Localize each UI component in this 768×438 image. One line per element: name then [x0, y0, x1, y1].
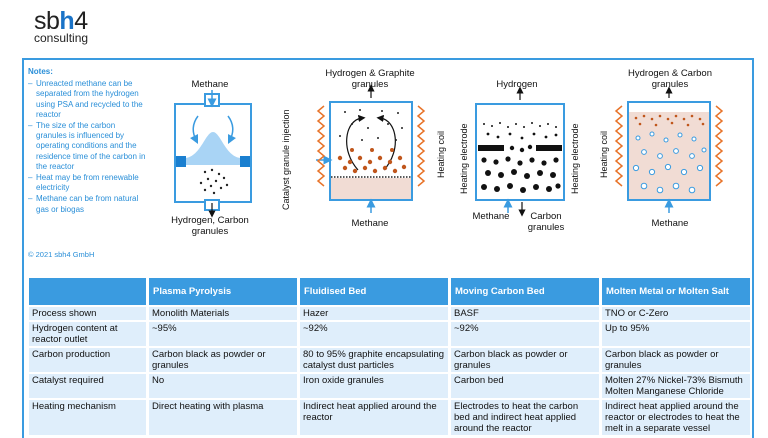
row-header: Process shown — [29, 307, 146, 320]
table-row: Heating mechanism Direct heating with pl… — [29, 400, 750, 435]
table-cell: ~92% — [451, 322, 599, 346]
table-cell: Indirect heat applied around the reactor… — [602, 400, 750, 435]
table-row: Catalyst required No Iron oxide granules… — [29, 374, 750, 398]
note-item: The size of the carbon granules is influ… — [28, 121, 146, 172]
note-item: Heat may be from renewable electricity — [28, 173, 146, 193]
fluidised-plenum — [331, 178, 411, 199]
table-cell: Electrodes to heat the carbon bed and in… — [451, 400, 599, 435]
plasma-reactor — [174, 90, 252, 218]
table-header-fluidised: Fluidised Bed — [300, 278, 448, 305]
carbon-particles — [199, 168, 229, 195]
logo-wordmark: sbh4 — [34, 7, 88, 35]
table-header-moving: Moving Carbon Bed — [451, 278, 599, 305]
table-cell: Carbon black as powder or granules — [602, 348, 750, 372]
note-item: Unreacted methane can be separated from … — [28, 79, 146, 120]
logo-tagline: consulting — [34, 31, 89, 45]
notes-panel: Notes: Unreacted methane can be separate… — [28, 67, 146, 216]
table-row: Carbon production Carbon black as powder… — [29, 348, 750, 372]
fluidised-dust — [339, 109, 403, 141]
plasma-bottom-label: Hydrogen, Carbon granules — [171, 215, 249, 237]
coil-left — [316, 105, 326, 187]
table-cell: Monolith Materials — [149, 307, 297, 320]
comparison-table: Plasma Pyrolysis Fluidised Bed Moving Ca… — [26, 276, 753, 437]
molten-reactor — [614, 86, 724, 213]
table-cell: Indirect heat applied around the reactor — [300, 400, 448, 435]
content-frame — [22, 58, 754, 438]
notes-title: Notes: — [28, 67, 53, 76]
electrode-left — [478, 145, 504, 151]
row-header: Carbon production — [29, 348, 146, 372]
company-logo: sbh4 consulting — [34, 8, 88, 45]
note-item: Methane can be from natural gas or bioga… — [28, 194, 146, 214]
table-cell: 80 to 95% graphite encapsulating catalys… — [300, 348, 448, 372]
row-header: Heating mechanism — [29, 400, 146, 435]
molten-top-label: Hydrogen & Carbon granules — [628, 68, 712, 90]
plasma-torch-right — [240, 156, 250, 167]
table-cell: Up to 95% — [602, 322, 750, 346]
moving-top-label: Hydrogen — [496, 79, 538, 90]
table-header-plasma: Plasma Pyrolysis — [149, 278, 297, 305]
moving-bottom-left-label: Methane — [472, 211, 510, 222]
table-cell: Hazer — [300, 307, 448, 320]
table-cell: BASF — [451, 307, 599, 320]
table-cell: ~92% — [300, 322, 448, 346]
molten-coil-right — [714, 105, 724, 187]
table-cell: Molten 27% Nickel-73% Bismuth Molten Man… — [602, 374, 750, 398]
molten-coil-left — [614, 105, 624, 187]
table-cell: TNO or C-Zero — [602, 307, 750, 320]
row-header: Hydrogen content at reactor outlet — [29, 322, 146, 346]
fluidised-bottom-label: Methane — [351, 218, 389, 229]
molten-bottom-label: Methane — [651, 218, 689, 229]
coil-right — [416, 105, 426, 187]
table-cell: Iron oxide granules — [300, 374, 448, 398]
table-row: Hydrogen content at reactor outlet ~95% … — [29, 322, 750, 346]
graphite-granules — [337, 148, 407, 174]
reactor-diagrams — [174, 84, 724, 218]
moving-bottom-right-label: Carbon granules — [527, 211, 565, 233]
plasma-torch-left — [176, 156, 186, 167]
fluidised-reactor — [316, 84, 426, 213]
electrode-right — [536, 145, 562, 151]
plasma-top-label: Methane — [191, 79, 229, 90]
table-header-row: Plasma Pyrolysis Fluidised Bed Moving Ca… — [29, 278, 750, 305]
table-cell: No — [149, 374, 297, 398]
row-header: Catalyst required — [29, 374, 146, 398]
table-cell: Carbon bed — [451, 374, 599, 398]
carbon-bed — [481, 122, 561, 193]
table-header-blank — [29, 278, 146, 305]
gas-bubbles — [632, 131, 707, 194]
moving-bed-vessel — [475, 103, 565, 201]
notes-list: Unreacted methane can be separated from … — [28, 79, 146, 215]
table-cell: Carbon black as powder or granules — [451, 348, 599, 372]
table-cell: ~95% — [149, 322, 297, 346]
floating-carbon — [634, 114, 705, 127]
table-cell: Carbon black as powder or granules — [149, 348, 297, 372]
table-header-molten: Molten Metal or Molten Salt — [602, 278, 750, 305]
table-cell: Direct heating with plasma — [149, 400, 297, 435]
moving-bed-reactor — [475, 86, 565, 217]
table-row: Process shown Monolith Materials Hazer B… — [29, 307, 750, 320]
plasma-arc — [182, 132, 244, 165]
copyright-text: © 2021 sbh4 GmbH — [28, 250, 95, 259]
